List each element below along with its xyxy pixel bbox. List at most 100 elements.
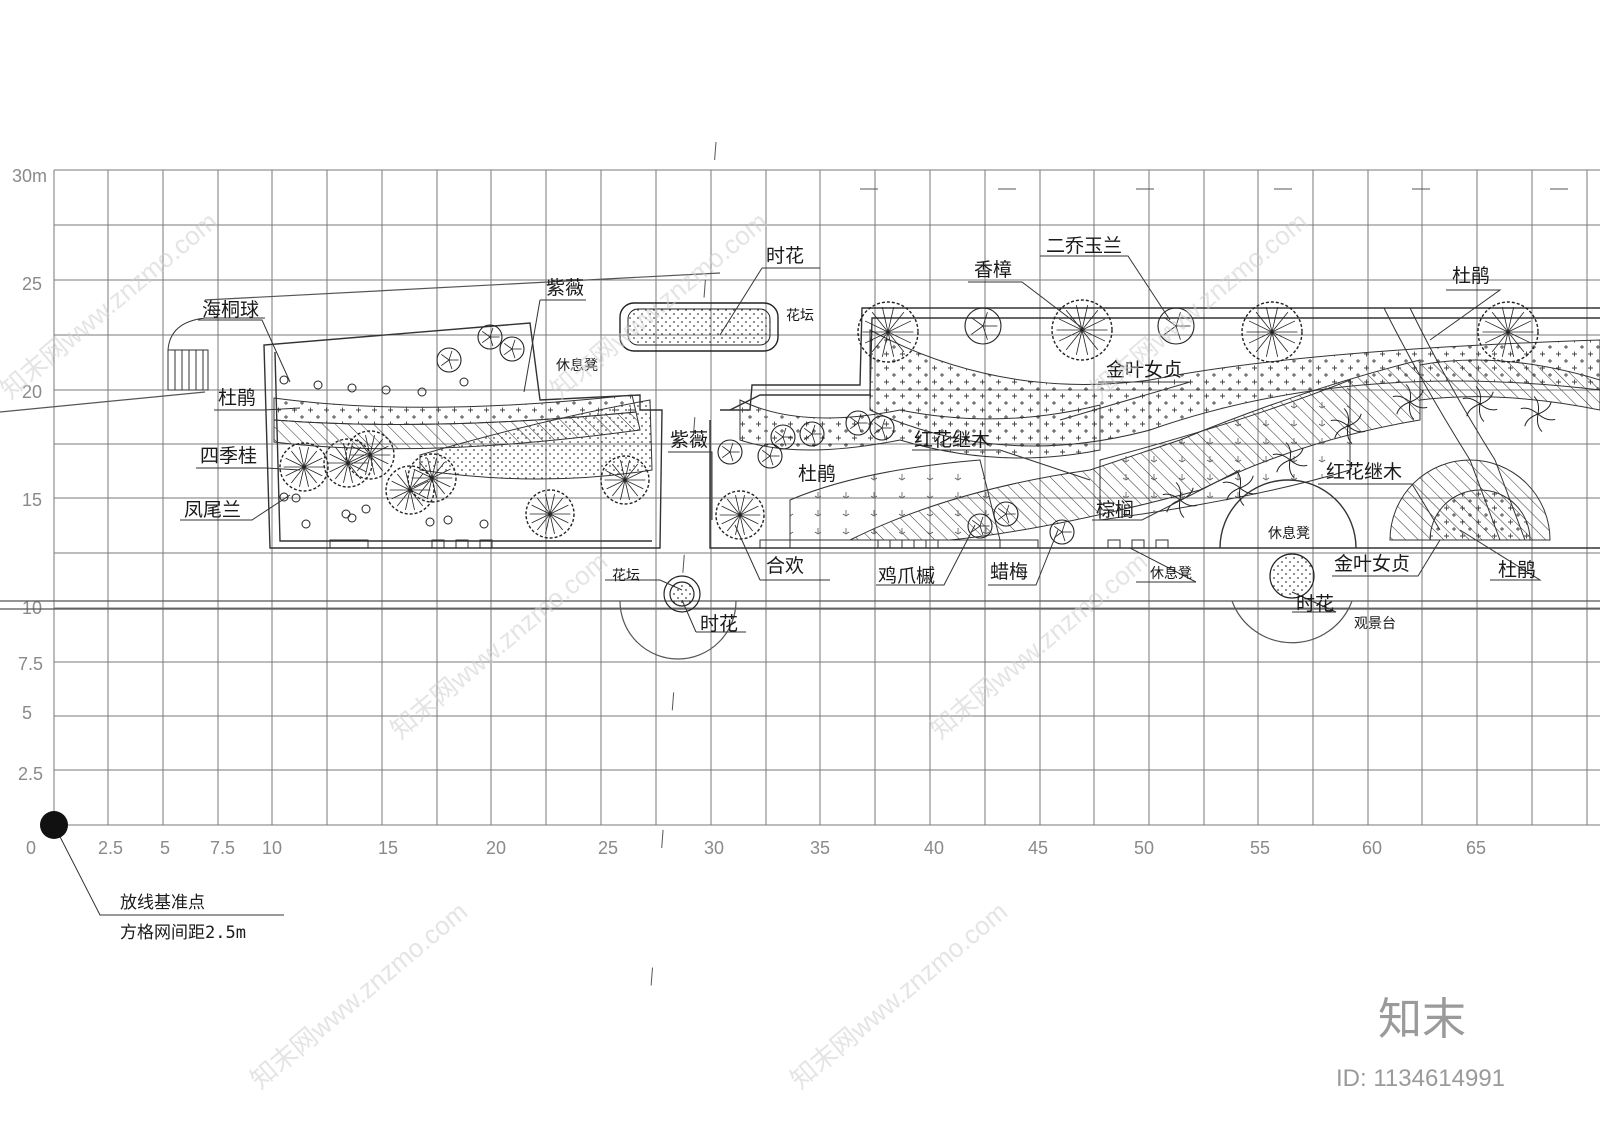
osmanthus-tree-icon-branch [549,513,564,531]
label-huatan-mid: 花坛 [612,568,640,584]
small-tree-icon-branch [769,446,774,457]
round-flower-beds [663,553,1315,613]
osmanthus-tree-icon-branch [427,477,433,498]
small-tree-icon-branch [511,348,516,359]
small-tree-icon-branch [873,422,883,429]
small-tree-icon-branch [440,359,450,366]
camphor-tree-icon-branch [1507,311,1525,333]
osmanthus-tree-icon-branch [739,505,759,516]
palm-tree-icon [1179,499,1198,507]
palm-tree-icon [1175,482,1182,501]
osmanthus-tree-icon [279,442,329,492]
palm-tree-icon [1537,413,1556,421]
palm-tree-icon [1334,425,1349,439]
palm-tree-icon [1162,493,1181,501]
watermark-text: 知末网www.znzmo.com [385,546,613,744]
palm-tree-icon [1536,413,1543,432]
osmanthus-tree-icon-branch [391,489,411,500]
camphor-tree-icon-branch [1081,329,1099,351]
label-ziwei-mid: 紫薇 [670,429,708,451]
camphor-tree-icon-branch [887,307,895,333]
y-tick-7-5: 7.5 [18,654,43,674]
osmanthus-tree-icon-branch [413,477,433,488]
small-tree-icon-branch [1061,522,1066,533]
camphor-tree-icon-branch [1507,320,1532,333]
osmanthus-tree-icon-branch [549,497,564,515]
sidewalk-edge [0,272,1600,660]
small-tree-icon-branch [481,336,491,343]
osmanthus-tree-icon-branch [739,514,759,525]
osmanthus-tree-icon-branch [356,438,371,456]
palm-tree-icon [1272,453,1291,461]
palm-tree-icon [1347,425,1366,433]
osmanthus-tree-icon-branch [531,504,551,515]
x-tick-65: 65 [1466,838,1486,858]
small-tree-icon [799,421,825,447]
palm-tree-icon [1520,407,1539,415]
osmanthus-tree-icon-branch [624,479,630,500]
yucca-icon [347,513,357,523]
osmanthus-tree-icon-branch [409,489,429,500]
osmanthus-tree-icon-branch [299,447,305,468]
osmanthus-tree-icon-branch [409,489,415,510]
pittosporum-shrub-icon [347,383,357,393]
drawing-notes: 放线基准点 方格网间距2.5m [120,893,246,943]
pittosporum-shrub-icon [459,377,469,387]
small-tree-icon [757,443,783,469]
osmanthus-tree-icon-branch [303,457,323,468]
camphor-tree-icon-branch [1501,331,1509,357]
small-tree-icon [967,513,993,539]
osmanthus-tree-icon-branch [624,470,644,481]
watermark-text: 知末网www.znzmo.com [785,896,1013,1094]
flower-bed-top [619,302,779,352]
osmanthus-tree-icon-branch [396,473,411,491]
label-shihua-mid: 时花 [700,613,738,635]
small-tree-icon-branch [1005,513,1010,524]
palm-tree-icon [1408,401,1415,420]
osmanthus-tree-icon-branch [369,435,375,456]
yucca-icon [341,509,351,519]
osmanthus-tree-icon-branch [369,454,389,465]
osmanthus-tree-icon-branch [369,438,384,456]
y-tick-5: 5 [22,703,32,723]
osmanthus-tree-icon-branch [739,514,754,532]
entry-steps [167,317,265,391]
palm-tree-icon [1289,447,1304,461]
osmanthus-tree-icon-branch [739,498,754,516]
camphor-tree-icon-branch [1065,309,1083,331]
left-bed-fills [273,394,653,480]
palm-tree-icon [1405,384,1412,403]
camphor-tree-icon-branch [1265,307,1273,333]
palm-tree-icon [1409,389,1424,403]
x-tick-5: 5 [160,838,170,858]
palm-tree-icon [1478,403,1485,422]
magnolia-tree-icon-branch [971,325,984,335]
osmanthus-tree-icon-branch [418,477,433,495]
camphor-tree-icon-branch [871,311,889,333]
palm-tree-icon [1479,391,1494,405]
magnolia-tree-icon-branch [1164,317,1177,327]
small-tree-icon-branch [979,525,984,536]
camphor-tree-icon-branch [1255,311,1273,333]
osmanthus-tree-icon-branch [624,460,630,481]
osmanthus-tree-icon-branch [739,495,745,516]
osmanthus-tree-icon-branch [735,514,741,535]
camphor-tree-icon-branch [1081,305,1089,331]
small-tree-icon-branch [803,433,813,440]
small-tree-icon-branch [721,446,731,453]
y-tick-20: 20 [22,382,42,402]
camphor-tree-icon-branch [1081,318,1106,331]
osmanthus-tree-icon-branch [549,513,569,524]
camphor-tree-icon-branch [887,311,905,333]
camphor-tree-icon-branch [1271,331,1296,344]
x-tick-35: 35 [810,838,830,858]
small-tree-icon [1049,519,1075,545]
osmanthus-tree-icon-branch [347,462,362,480]
osmanthus-tree-icon-branch [726,514,741,532]
palm-tree-icon [1346,425,1353,444]
osmanthus-tree-icon-branch [347,462,353,483]
camphor-tree-icon-branch [887,331,905,353]
label-haitongqiu: 海桐球 [202,299,259,321]
yucca-icon [443,515,453,525]
